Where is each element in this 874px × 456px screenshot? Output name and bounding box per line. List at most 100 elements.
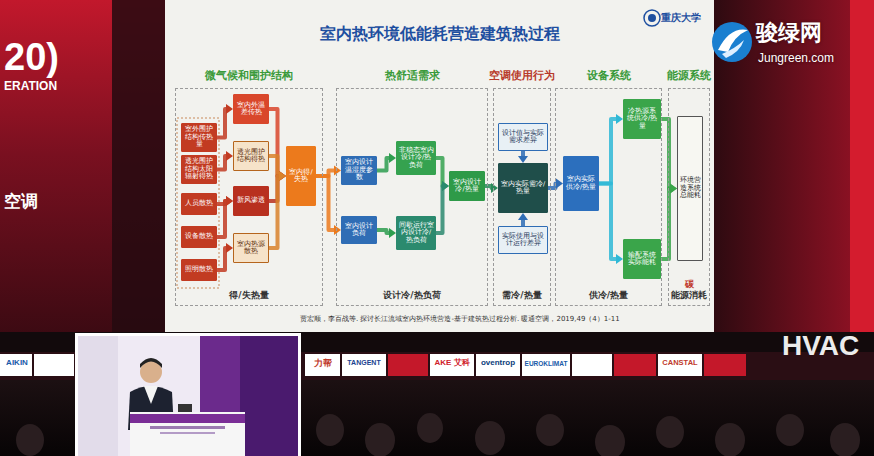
connector-line <box>269 176 280 248</box>
arrow-head <box>226 243 233 253</box>
stage-result-label: 设计冷/热负荷 <box>337 290 487 301</box>
box-text: 室内得/失热 <box>288 169 314 184</box>
arrow-head <box>389 228 396 238</box>
sponsor-box <box>572 354 612 376</box>
process-box: 非稳态室内设计冷/热负荷 <box>396 141 436 175</box>
process-box: 透光围护结构太阳辐射得热 <box>181 155 217 184</box>
box-text: 输配系统实际能耗 <box>625 252 659 267</box>
slide-title: 室内热环境低能耗营造建筑热过程 <box>165 24 714 45</box>
sponsor-logo: TANGENT <box>342 359 386 367</box>
banner-text: 20) <box>4 36 59 80</box>
connector-line <box>436 186 443 233</box>
stage-footer: 设计冷/热负荷 <box>337 290 487 301</box>
slide-screen <box>165 0 714 332</box>
box-text: 室内设计冷/热量 <box>451 179 483 194</box>
process-box: 室外围护结构传热量 <box>181 123 217 152</box>
process-box: 室内实际供冷/热量 <box>563 156 599 211</box>
flow-connector <box>377 228 396 238</box>
flow-connector <box>217 243 233 270</box>
process-box: 冷热源系统供冷/热量 <box>623 99 661 139</box>
process-box: 室内设计负荷 <box>341 216 377 244</box>
box-text: 照明散热 <box>183 266 215 273</box>
sponsor-box <box>388 354 428 376</box>
arrow-head <box>279 171 286 181</box>
stage-footer: 需冷/热量 <box>494 290 550 301</box>
arrow-head <box>226 151 233 161</box>
connector-line <box>269 156 280 176</box>
flow-connector <box>661 119 677 194</box>
box-text: 新风渗透 <box>235 197 267 204</box>
arrow-head <box>518 213 528 220</box>
flow-connector <box>217 196 233 237</box>
box-text: 环境营造系统总能耗 <box>679 177 701 199</box>
process-box: 输配系统实际能耗 <box>623 239 661 279</box>
stage-panel: 热舒适需求设计冷/热负荷室内设计温湿度参数室内设计负荷非稳态室内设计冷/热负荷间… <box>336 88 488 306</box>
process-box: 室内得/失热 <box>286 146 316 206</box>
flow-connector <box>436 181 449 233</box>
stage-result-label: 碳 <box>669 279 709 290</box>
process-box: 室内热源散热 <box>233 233 269 263</box>
sponsor-box <box>704 354 746 376</box>
left-banner <box>0 0 165 340</box>
connector-line <box>269 109 280 176</box>
flow-connector <box>518 151 528 163</box>
stage-result-label: 供冷/热量 <box>556 290 661 301</box>
flow-connector <box>599 114 623 184</box>
stage-footer: 碳能源消耗 <box>669 279 709 301</box>
connector-line <box>661 189 671 260</box>
right-red-strip <box>850 0 874 340</box>
connector-line <box>599 119 617 184</box>
sponsor-box <box>342 354 386 376</box>
arrow-head <box>556 179 563 189</box>
box-text: 实际使用与设计运行差异 <box>500 233 546 248</box>
box-text: 室内设计负荷 <box>343 223 375 238</box>
box-text: 室内外温差传热 <box>235 102 267 117</box>
box-text: 人员散热 <box>183 200 215 207</box>
process-box: 实际使用与设计运行差异 <box>498 226 548 254</box>
sponsor-box <box>0 354 32 376</box>
connector-line <box>217 201 227 237</box>
arrow-head <box>226 196 233 206</box>
flow-connector <box>518 213 528 226</box>
process-box: 室内设计冷/热量 <box>449 171 485 201</box>
process-box: 设计值与实际需求差异 <box>498 123 548 151</box>
process-box: 人员散热 <box>181 193 217 215</box>
box-text: 间歇运行室内设计冷/热负荷 <box>398 222 434 244</box>
sponsor-box <box>305 354 340 376</box>
stage-heading: 设备系统 <box>587 68 631 83</box>
arrow-head <box>442 181 449 191</box>
flow-connector <box>217 104 233 138</box>
connector-line <box>521 219 525 226</box>
connector-line <box>485 186 492 188</box>
stage-heading: 微气候和围护结构 <box>205 68 293 83</box>
stage-heading: 热舒适需求 <box>385 68 440 83</box>
flow-connector <box>217 151 233 170</box>
stage-heading: 能源系统 <box>667 68 711 83</box>
stage-footer: 供冷/热量 <box>556 290 661 301</box>
process-box: 设备散热 <box>181 226 217 248</box>
sponsor-logo: AIKIN <box>2 358 32 367</box>
flow-connector <box>269 109 286 181</box>
process-box: 照明散热 <box>181 259 217 281</box>
left-shadow <box>112 0 165 340</box>
process-box: 间歇运行室内设计冷/热负荷 <box>396 216 436 250</box>
process-box: 室内实际需冷/热量 <box>498 163 548 213</box>
sponsor-box <box>522 354 570 376</box>
box-text: 冷热源系统供冷/热量 <box>625 108 659 130</box>
arrow-head <box>389 153 396 163</box>
stage-heading: 空调使用行为 <box>489 68 555 83</box>
sponsor-box <box>658 354 702 376</box>
arrow-head <box>279 171 286 181</box>
arrow-head <box>616 254 623 264</box>
box-text: 透光围护结构得热 <box>235 149 267 164</box>
stage-panel: 设备系统供冷/热量室内实际供冷/热量冷热源系统供冷/热量输配系统实际能耗 <box>555 88 662 306</box>
audience <box>0 380 874 456</box>
arrow-head <box>670 184 677 194</box>
stage-panel: 微气候和围护结构得/失热量室外围护结构传热量透光围护结构太阳辐射得热人员散热设备… <box>175 88 323 306</box>
sponsor-logo: oventrop <box>476 358 520 367</box>
flow-connector <box>377 153 396 171</box>
